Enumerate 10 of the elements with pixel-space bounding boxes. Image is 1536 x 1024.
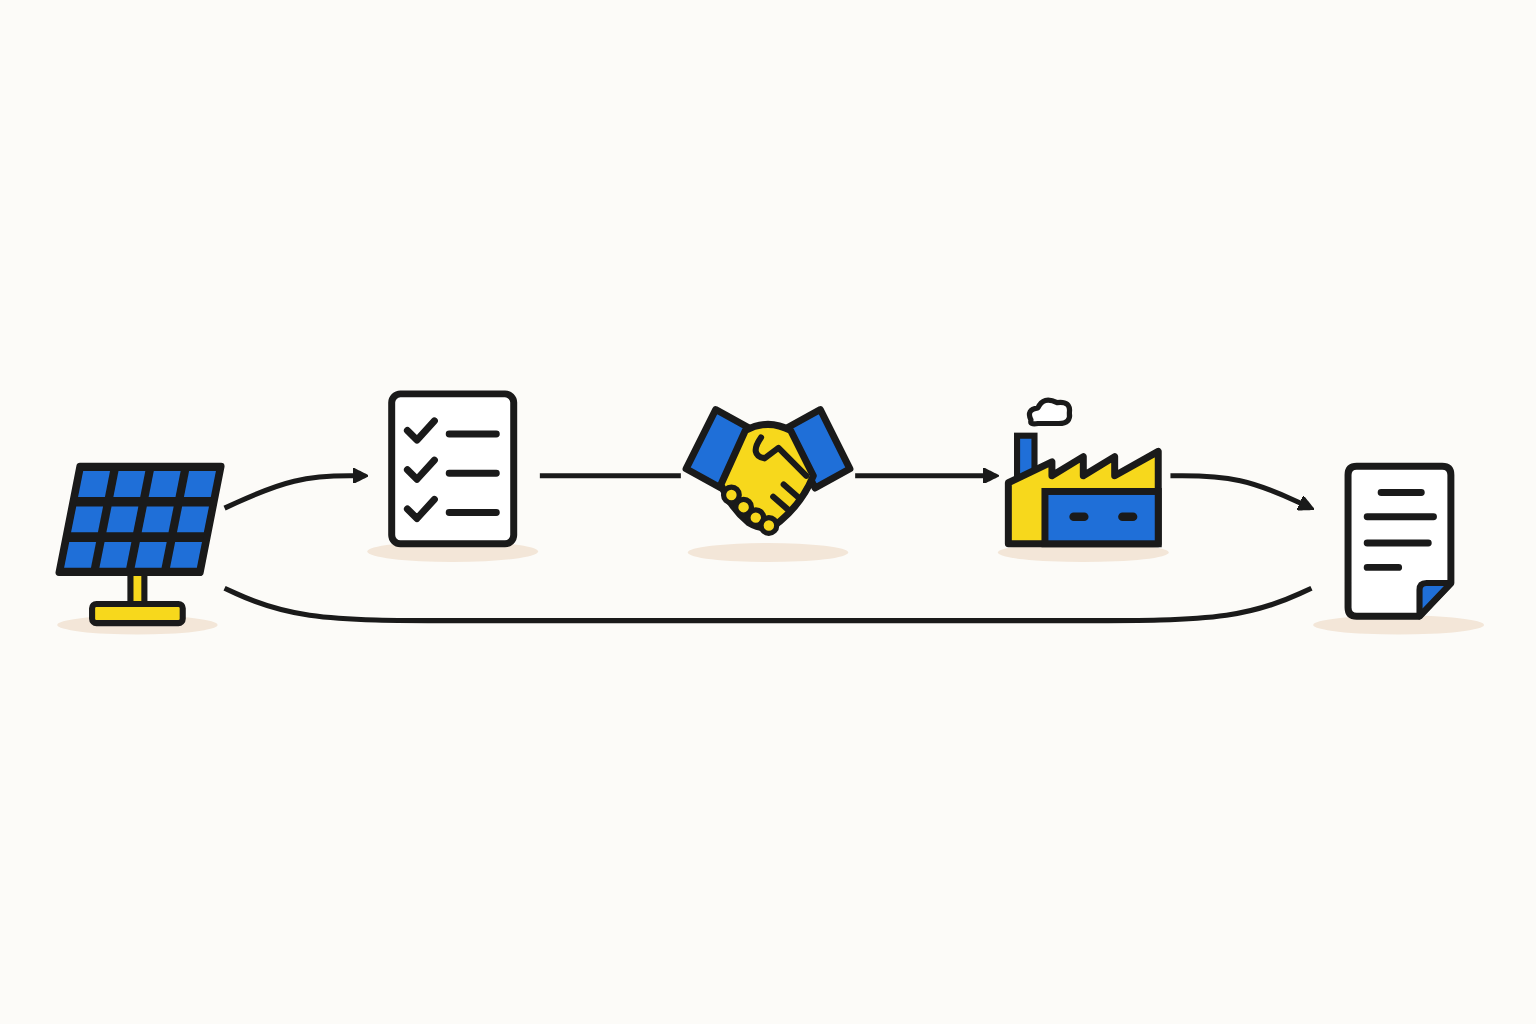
connector-line (539, 473, 681, 479)
document-icon (1313, 462, 1484, 635)
arrow (1170, 473, 1315, 511)
checklist-icon (367, 390, 539, 563)
handshake-icon (682, 406, 854, 563)
solar-panel-icon (55, 462, 225, 635)
arrow (855, 467, 1000, 485)
factory-icon (997, 397, 1169, 563)
arrow (223, 467, 369, 511)
connector-line (223, 585, 1313, 624)
